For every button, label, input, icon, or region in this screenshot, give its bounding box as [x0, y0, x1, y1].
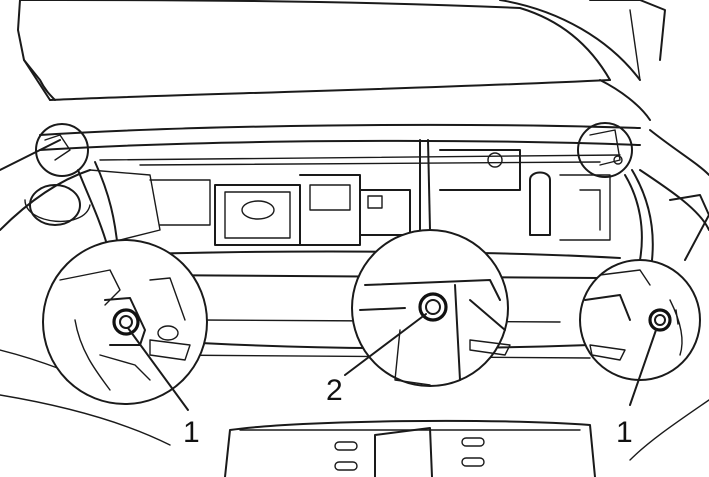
callout-label-left: 1 [183, 416, 200, 449]
callout-pointer-center [344, 313, 427, 376]
callout-pointer-left [127, 327, 189, 411]
right-detail-circle [579, 259, 701, 381]
detail-source-markers [35, 122, 633, 178]
center-detail-circle [351, 229, 511, 387]
callout-pointers [127, 313, 657, 411]
bumper-grille [224, 419, 596, 477]
callout-label-center: 2 [326, 374, 343, 407]
cowl-panel [39, 123, 641, 166]
callout-pointer-right [629, 329, 657, 406]
engine-components [24, 149, 709, 261]
callout-label-right: 1 [616, 416, 633, 449]
left-detail-circle [42, 239, 208, 405]
hood-outline [17, 0, 666, 121]
leader-lines [77, 139, 654, 261]
